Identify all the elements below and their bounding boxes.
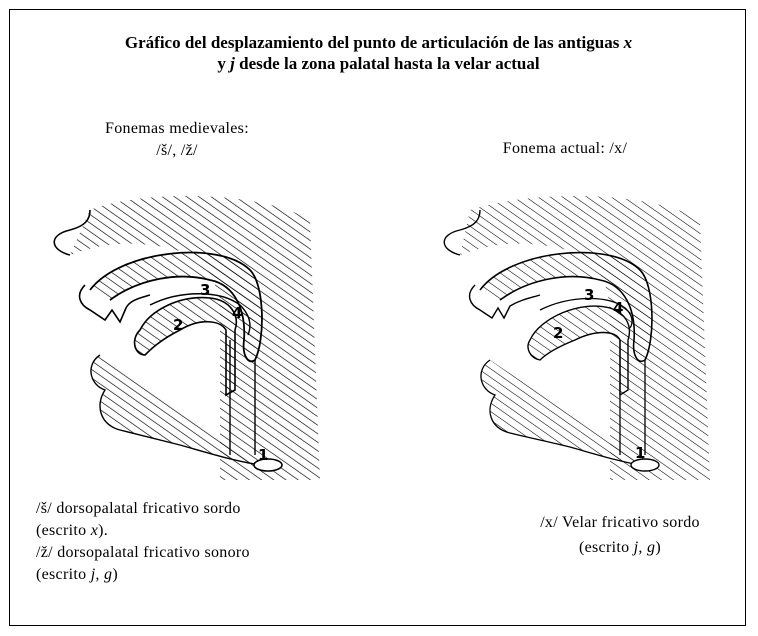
left-desc-line-3: /ž/ dorsopalatal fricativo sonoro (36, 542, 366, 564)
left-desc-var-x: x (91, 522, 98, 539)
left-caption: Fonemas medievales: /š/, /ž/ (72, 118, 282, 162)
left-label-4: 4 (232, 304, 242, 322)
right-vocal-tract-diagram: 1 2 3 4 (430, 190, 730, 480)
left-label-1: 1 (258, 446, 268, 464)
left-caption-line-2: /š/, /ž/ (72, 140, 282, 162)
left-desc-var-jg: j, g (91, 566, 113, 583)
left-label-3: 3 (200, 281, 210, 299)
title-line-2: y j desde la zona palatal hasta la velar… (10, 53, 747, 74)
left-desc-line-1: /š/ dorsopalatal fricativo sordo (36, 498, 366, 520)
title-line-1: Gráfico del desplazamiento del punto de … (10, 32, 747, 53)
left-label-2: 2 (173, 316, 183, 334)
title-var-j: j (230, 54, 235, 73)
left-desc-line-4: (escrito j, g) (36, 564, 366, 586)
figure-frame: Gráfico del desplazamiento del punto de … (9, 9, 746, 626)
title-line-2-pre: y (217, 54, 226, 73)
right-caption: Fonema actual: /x/ (455, 138, 675, 160)
left-vocal-tract-diagram: 1 2 3 4 (30, 190, 330, 480)
right-caption-line: Fonema actual: /x/ (455, 138, 675, 160)
left-caption-line-1: Fonemas medievales: (72, 118, 282, 140)
left-description: /š/ dorsopalatal fricativo sordo (escrit… (36, 498, 366, 586)
right-label-3: 3 (584, 286, 594, 304)
right-label-2: 2 (553, 324, 563, 342)
right-desc-line-1: /x/ Velar fricativo sordo (500, 510, 740, 535)
left-desc-line-2: (escrito x). (36, 520, 366, 542)
right-description: /x/ Velar fricativo sordo (escrito j, g) (500, 510, 740, 560)
right-label-4: 4 (613, 299, 623, 317)
title-line-2-text: desde la zona palatal hasta la velar act… (239, 54, 540, 73)
title-var-x: x (624, 33, 633, 52)
right-desc-var-jg: j, g (634, 539, 656, 556)
right-desc-line-2: (escrito j, g) (500, 535, 740, 560)
title-line-1-text: Gráfico del desplazamiento del punto de … (125, 33, 619, 52)
figure-title: Gráfico del desplazamiento del punto de … (10, 32, 747, 74)
right-label-1: 1 (635, 444, 645, 462)
